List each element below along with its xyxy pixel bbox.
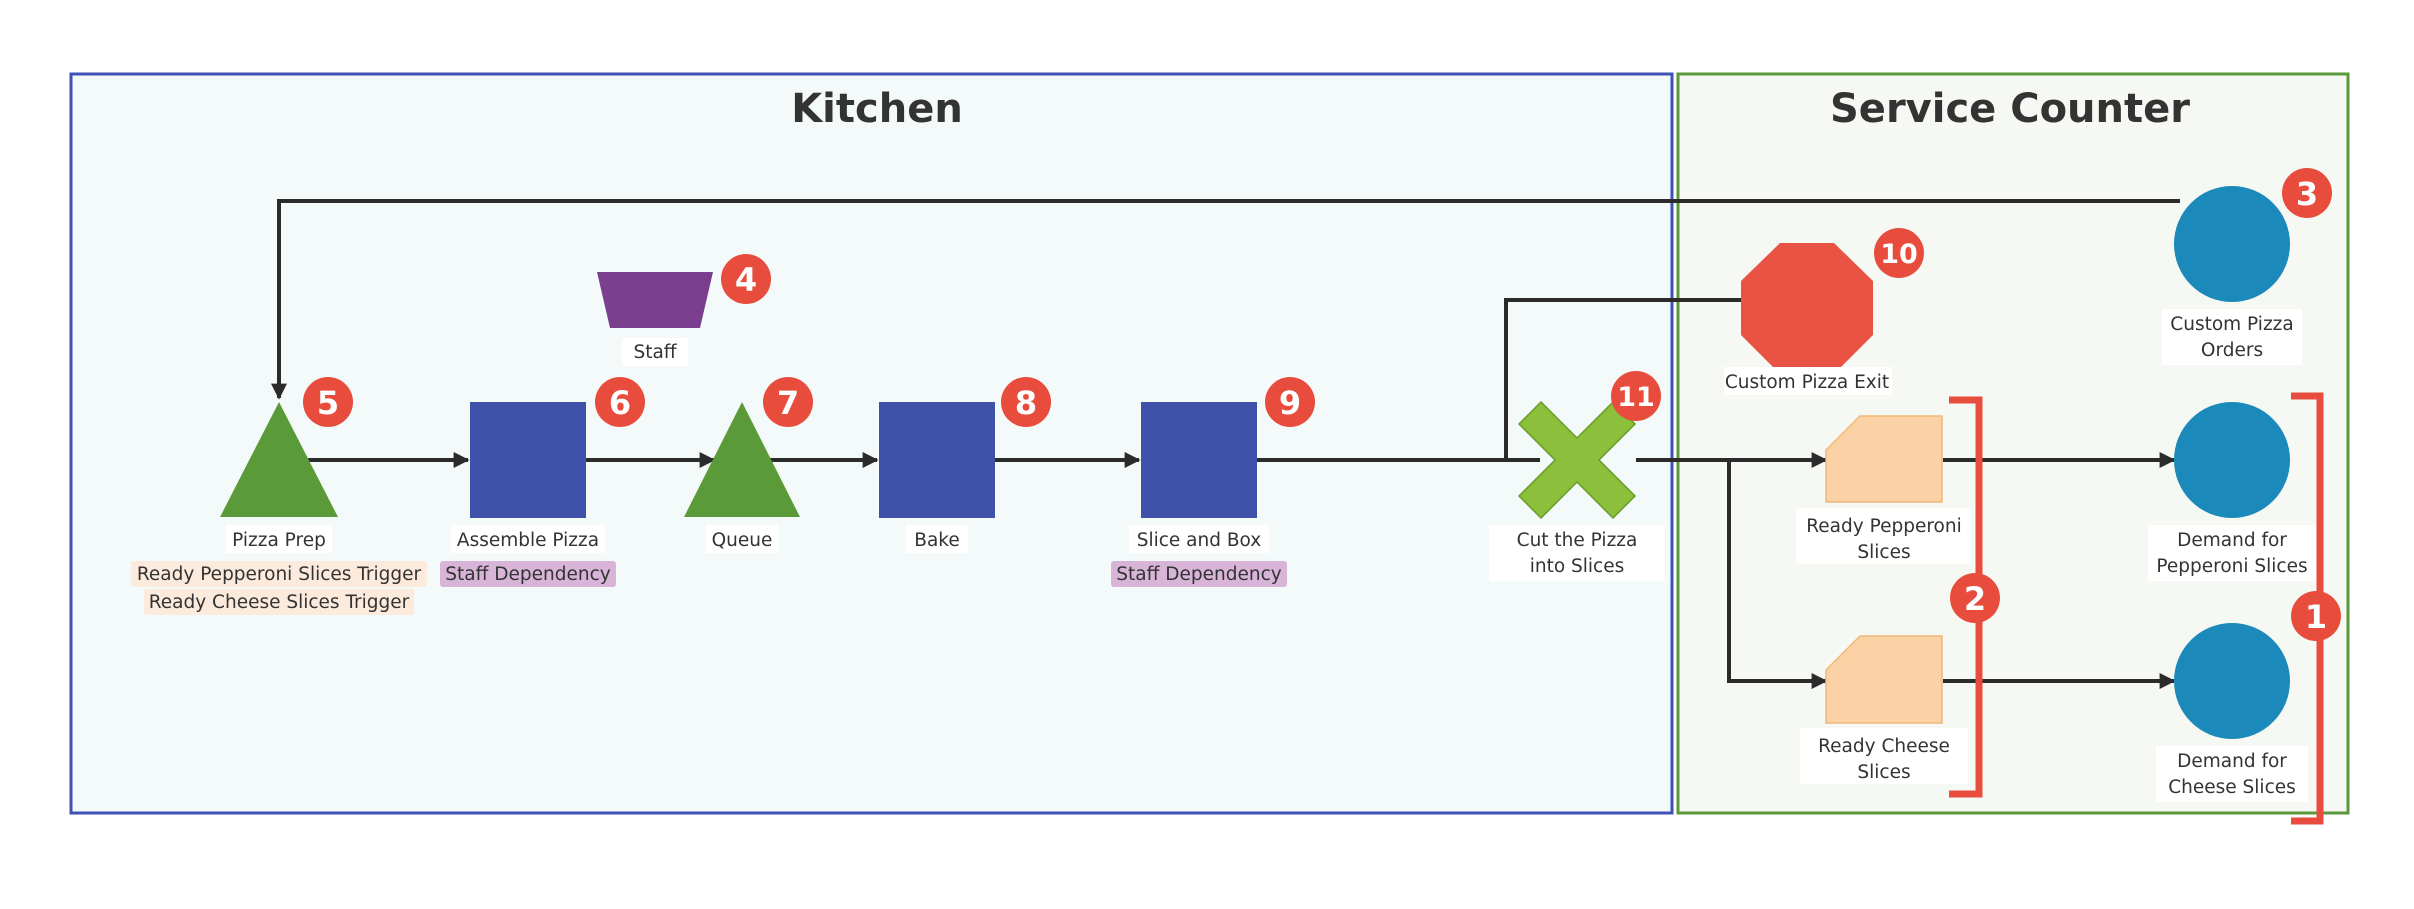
badge-9-number: 9 [1279,384,1301,422]
assemble-dependency-tag: Staff Dependency [445,564,610,585]
pizza-prep-triangle-shape[interactable] [220,402,338,517]
badge-6 [595,377,645,427]
ready-pepperoni-label-bg [1796,508,1972,564]
edge-orders-to-pizza-prep [271,199,2180,400]
kitchen-lane-title: Kitchen [791,86,963,132]
ready-cheese-label-line1: Ready Cheese [1818,736,1950,757]
slice-and-box-label-bg [1129,525,1269,553]
custom-pizza-exit-octagon-shape[interactable] [1741,243,1873,374]
custom-pizza-orders-label-bg [2162,309,2302,365]
badge-4-number: 4 [735,261,757,299]
slice-dependency-tag-bg [1111,561,1287,587]
ready-pepperoni-label-line2: Slices [1857,542,1910,563]
pepperoni-trigger-tag: Ready Pepperoni Slices Trigger [137,564,422,585]
assemble-dependency-tag-bg [440,561,616,587]
badge-9 [1265,377,1315,427]
slice-and-box-square-shape[interactable] [1141,402,1257,518]
cut-pizza-label-line2: into Slices [1530,556,1625,577]
badge-8-number: 8 [1015,384,1037,422]
demand-cheese-circle-shape[interactable] [2174,623,2290,739]
queue-label-bg [706,525,778,553]
badge-2 [1950,573,2000,623]
badge-1-number: 1 [2305,598,2327,636]
cheese-trigger-tag-bg [144,589,414,615]
cut-pizza-label-bg [1489,525,1665,581]
badge-5 [303,377,353,427]
slice-dependency-tag: Staff Dependency [1116,564,1281,585]
badge-2-number: 2 [1964,580,1986,618]
badge-1 [2291,591,2341,641]
badge-3-number: 3 [2296,175,2318,213]
bake-label-bg [906,525,968,553]
demand-cheese-label-line1: Demand for [2177,751,2287,772]
ready-cheese-label-bg [1800,728,1968,784]
custom-pizza-exit-label: Custom Pizza Exit [1725,372,1889,393]
ready-cheese-card-shape[interactable] [1825,635,1943,724]
badge-3 [2282,168,2332,218]
badge-10 [1874,228,1924,278]
badge-11-number: 11 [1617,382,1655,413]
slice-and-box-label: Slice and Box [1137,530,1262,551]
cheese-trigger-tag: Ready Cheese Slices Trigger [149,592,410,613]
assemble-pizza-square-shape[interactable] [470,402,586,518]
edge-cut-to-ready-cheese [1727,460,1828,689]
pizza-prep-label: Pizza Prep [232,530,326,551]
assemble-pizza-label: Assemble Pizza [457,530,599,551]
badge-10-number: 10 [1880,239,1918,270]
ready-pepperoni-card-shape[interactable] [1825,415,1943,503]
badge-11 [1611,371,1661,421]
ready-cheese-label-line2: Slices [1857,762,1910,783]
demand-cheese-label-line2: Cheese Slices [2168,777,2296,798]
badge-5-number: 5 [317,384,339,422]
staff-label: Staff [633,342,677,363]
pepperoni-trigger-tag-bg [131,561,427,587]
kitchen-lane [69,72,1674,815]
demand-pepperoni-circle-shape[interactable] [2174,402,2290,518]
custom-pizza-orders-label-line2: Orders [2201,340,2263,361]
badge-8 [1001,377,1051,427]
custom-pizza-exit-label-bg [1724,367,1892,395]
demand-pepperoni-label-bg [2148,525,2316,581]
edge-to-custom-exit [1504,292,1758,460]
queue-label: Queue [712,530,773,551]
staff-label-bg [622,338,688,366]
demand-pepperoni-label-line1: Demand for [2177,530,2287,551]
bake-label: Bake [914,530,959,551]
badge-4 [721,254,771,304]
badge-7-number: 7 [777,384,799,422]
queue-triangle-shape[interactable] [684,402,800,517]
badge-6-number: 6 [609,384,631,422]
staff-trapezoid-shape[interactable] [597,272,713,328]
cut-pizza-label-line1: Cut the Pizza [1517,530,1638,551]
pizza-prep-label-bg [226,525,332,553]
badge-7 [763,377,813,427]
service-counter-lane-title: Service Counter [1830,86,2190,132]
demand-pepperoni-label-line2: Pepperoni Slices [2156,556,2307,577]
demand-cheese-label-bg [2156,746,2308,802]
custom-pizza-orders-label-line1: Custom Pizza [2170,314,2293,335]
ready-pepperoni-label-line1: Ready Pepperoni [1806,516,1961,537]
custom-pizza-orders-circle-shape[interactable] [2174,186,2290,302]
bake-square-shape[interactable] [879,402,995,518]
assemble-pizza-label-bg [451,525,605,553]
